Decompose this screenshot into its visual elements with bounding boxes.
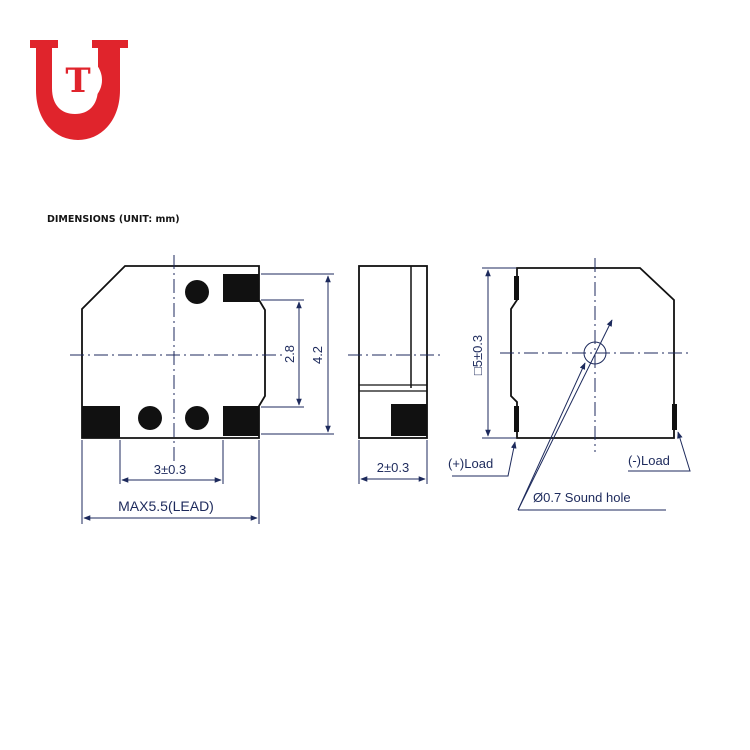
back-terminal-left-top (514, 276, 519, 300)
terminal-dot-top (185, 280, 209, 304)
logo-u-shape (30, 40, 128, 140)
dim-label-3: 3±0.3 (154, 462, 186, 477)
back-view: □5±0.3 (+)Load (-)Load Ø0.7 Sound hole (448, 258, 691, 511)
lead-pad-bottom-right (223, 406, 259, 436)
logo-circle (54, 56, 102, 104)
sound-hole (583, 341, 607, 365)
terminal-dot-bottom-left (138, 406, 162, 430)
leader-sound-hole-a (517, 362, 586, 511)
company-logo: T (30, 40, 128, 140)
side-lead-pad (391, 404, 427, 436)
dim-label-body: □5±0.3 (470, 335, 485, 375)
label-minus-load: (-)Load (628, 453, 670, 468)
dim-label-4-2: 4.2 (310, 346, 325, 364)
lead-pad-bottom-left (82, 406, 120, 438)
dim-label-2-8: 2.8 (282, 345, 297, 363)
side-view: 2±0.3 (348, 265, 440, 484)
label-sound-hole: Ø0.7 Sound hole (533, 490, 631, 505)
lead-pad-top-right (223, 274, 259, 302)
side-body-outline (358, 265, 428, 439)
leader-minus-load (628, 431, 691, 472)
leader-sound-hole-b (517, 319, 613, 511)
label-plus-load: (+)Load (448, 456, 493, 471)
logo-letter: T (65, 61, 90, 101)
back-terminal-left-bottom (514, 406, 519, 432)
front-view: 2.8 4.2 3±0.3 MAX5.5(LEAD) (70, 255, 334, 524)
back-terminal-right (672, 404, 677, 430)
dim-label-thickness: 2±0.3 (377, 460, 409, 475)
dim-label-max-5-5: MAX5.5(LEAD) (118, 498, 214, 514)
leader-plus-load (452, 441, 517, 477)
page-title: DIMENSIONS (UNIT: mm) (47, 214, 180, 225)
terminal-dot-bottom-right (185, 406, 209, 430)
